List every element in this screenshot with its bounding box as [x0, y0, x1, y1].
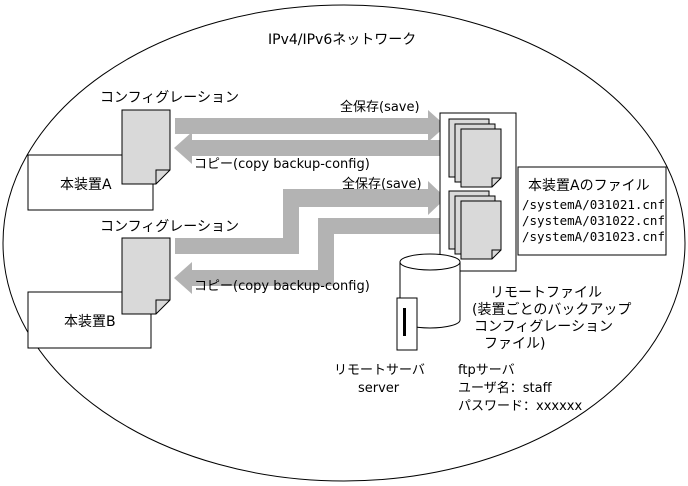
device-b-label: 本装置B — [64, 314, 116, 330]
device-b-config-label: コンフィグレーション — [100, 219, 239, 235]
file-document-icon — [460, 128, 502, 188]
file-list-item: /systemA/031021.cnf — [522, 197, 665, 212]
copy-label-a: コピー(copy backup-config) — [194, 157, 370, 172]
file-list-item: /systemA/031022.cnf — [522, 213, 665, 228]
device-a-config-document-icon — [121, 109, 171, 185]
device-b-config-fold-icon — [155, 299, 170, 314]
file-stack-a — [448, 118, 502, 188]
device-a-config-fold-icon — [155, 169, 170, 184]
remote-file-line: リモートファイル — [490, 285, 602, 301]
copy-arrow-b — [174, 218, 446, 294]
arrows — [174, 110, 446, 294]
save-arrow-a — [175, 110, 446, 142]
file-list-box — [517, 166, 667, 256]
file-list-item: /systemA/031023.cnf — [522, 229, 665, 244]
save-label-a: 全保存(save) — [340, 99, 420, 115]
server-label: リモートサーバ — [334, 363, 425, 378]
server-tower-icon — [396, 297, 418, 351]
device-a-label: 本装置A — [60, 177, 112, 193]
ftp-line: ftpサーバ — [458, 363, 515, 378]
device-a-config-label: コンフィグレーション — [100, 90, 239, 106]
remote-file-line: コンフィグレーション — [474, 319, 613, 335]
save-label-b: 全保存(save) — [342, 176, 422, 192]
network-label: IPv4/IPv6ネットワーク — [268, 32, 416, 48]
file-stack-b — [448, 190, 502, 260]
ftp-line: ユーザ名：staff — [458, 380, 553, 396]
copy-label-b: コピー(copy backup-config) — [194, 279, 370, 294]
remote-file-line: ファイル) — [484, 336, 545, 352]
ftp-line: パスワード：xxxxxx — [458, 399, 582, 414]
save-arrow-b — [175, 181, 446, 254]
remote-file-line: (装置ごとのバックアップ — [472, 302, 631, 318]
copy-arrow-a — [174, 132, 446, 164]
device-b-config-document-icon — [121, 237, 171, 315]
server-name: server — [358, 381, 400, 396]
file-list-title: 本装置Aのファイル — [528, 178, 650, 194]
file-document-icon — [460, 200, 502, 260]
